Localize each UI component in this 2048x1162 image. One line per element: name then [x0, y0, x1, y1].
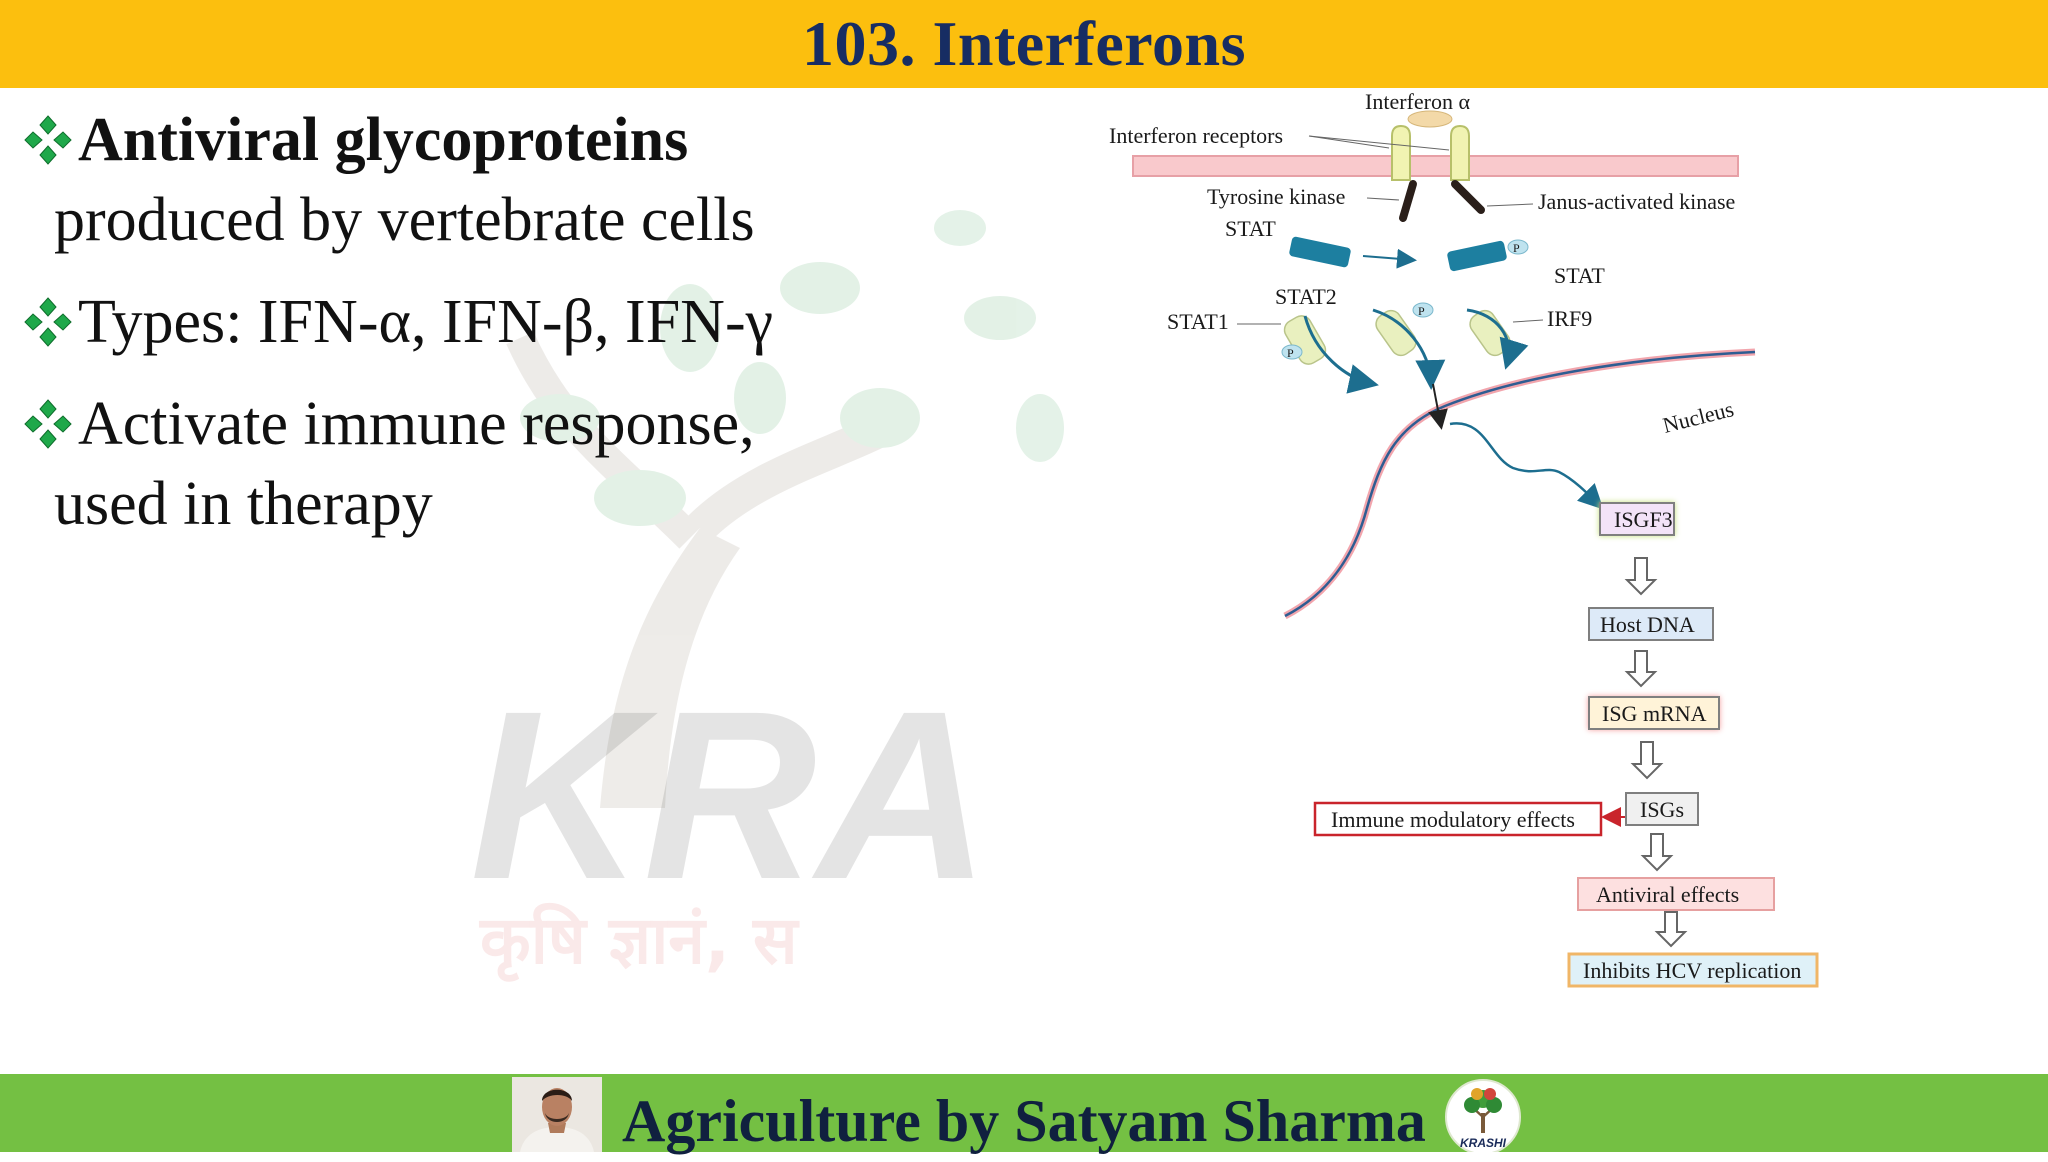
bullet-text: produced by vertebrate cells: [54, 186, 755, 254]
bullet-item: Antiviral glycoproteins produced by vert…: [20, 100, 1100, 260]
bullet-text: Types: IFN-α, IFN-β, IFN-γ: [78, 288, 773, 356]
label-interferon-alpha: Interferon α: [1365, 89, 1470, 114]
label-irf9: IRF9: [1547, 306, 1592, 331]
stat-protein: [1289, 236, 1351, 268]
krashi-tree-logo: KRASHI: [1445, 1079, 1521, 1155]
pointer-line: [1486, 203, 1534, 207]
stat-complex-subunits: [1283, 309, 1511, 365]
flow-box-host-dna: [1588, 607, 1714, 641]
nuclear-envelope: [1283, 348, 1756, 620]
krashi-logo: KRASHI: [1444, 1077, 1522, 1155]
phosphorylated-stat-protein: [1447, 240, 1507, 272]
watermark-tree-graphic: KRA कृषि ज्ञानं, स: [470, 210, 1064, 982]
label-stat-left: STAT: [1225, 216, 1276, 241]
flow-label-isg-mrna: ISG mRNA: [1602, 701, 1707, 726]
hollow-down-arrow: [1624, 557, 1658, 596]
label-stat1: STAT1: [1167, 309, 1229, 334]
hollow-down-arrow: [1654, 911, 1688, 948]
pointer-line: [1308, 135, 1450, 151]
bullet-text: used in therapy: [54, 470, 433, 538]
janus-kinase-shape: [1451, 180, 1485, 214]
presenter-avatar: [512, 1077, 602, 1152]
flow-box-isg-mrna: [1588, 696, 1720, 730]
bullet-item: Activate immune response, used in therap…: [20, 384, 1100, 544]
interferon-alpha-ligand: [1407, 110, 1453, 128]
phosphate-label: P: [1418, 304, 1425, 318]
cell-membrane: [1132, 155, 1739, 177]
flow-label-immune-modulatory: Immune modulatory effects: [1331, 807, 1575, 832]
hollow-down-arrow: [1630, 741, 1664, 780]
flow-box-antiviral-effects: [1577, 877, 1775, 911]
pointer-line: [1308, 135, 1390, 149]
flow-label-isgs: ISGs: [1640, 797, 1684, 822]
watermark-brand-text: KRA: [470, 661, 990, 929]
title-bar: 103. Interferons: [0, 0, 2048, 88]
tyrosine-kinase-shape: [1399, 180, 1417, 222]
nuclear-envelope-inner: [1284, 350, 1756, 618]
pointer-line: [1512, 319, 1544, 323]
interferon-receptor-pair: [1391, 124, 1470, 181]
flow-label-host-dna: Host DNA: [1600, 612, 1695, 637]
interferon-signaling-diagram: Interferon α Interferon receptors Tyrosi…: [1105, 88, 1865, 1016]
hollow-down-arrow: [1624, 650, 1658, 688]
flow-box-isgf3: [1599, 502, 1675, 536]
phosphate-marker: [1412, 302, 1434, 318]
label-tyrosine-kinase: Tyrosine kinase: [1207, 184, 1345, 209]
nuclear-import-arrow: [1428, 383, 1448, 430]
watermark-hindi-text: कृषि ज्ञानं, स: [478, 902, 800, 982]
bullet-list: Antiviral glycoproteins produced by vert…: [20, 100, 1100, 566]
pointer-line: [1366, 197, 1400, 201]
footer-channel-name: Agriculture by Satyam Sharma: [622, 1088, 1426, 1154]
phosphate-marker: [1281, 344, 1303, 360]
translocation-arrow: [1449, 422, 1604, 510]
label-janus-kinase: Janus-activated kinase: [1538, 189, 1735, 214]
bullet-heading-text: Antiviral glycoproteins: [78, 106, 689, 174]
four-diamond-bullet-icon: [24, 399, 72, 449]
bullet-text: Activate immune response,: [78, 390, 755, 458]
four-diamond-bullet-icon: [24, 297, 72, 347]
label-nucleus: Nucleus: [1660, 396, 1736, 438]
flow-box-immune-modulatory: [1313, 801, 1603, 837]
flow-label-antiviral-effects: Antiviral effects: [1596, 882, 1739, 907]
phosphate-marker: [1507, 239, 1529, 255]
flow-box-isgs: [1625, 792, 1699, 826]
diagram-canvas: Interferon α Interferon receptors Tyrosi…: [1109, 89, 1819, 988]
complex-arrow: [1372, 308, 1446, 390]
bullet-item: Types: IFN-α, IFN-β, IFN-γ: [20, 282, 1100, 362]
phosphate-label: P: [1513, 241, 1520, 255]
slide-title: 103. Interferons: [801, 8, 1247, 79]
label-stat2: STAT2: [1275, 284, 1337, 309]
complex-arrow: [1303, 315, 1379, 394]
label-interferon-receptors: Interferon receptors: [1109, 123, 1283, 148]
krashi-watermark: KRA कृषि ज्ञानं, स: [0, 88, 1110, 1073]
flow-label-inhibits-hcv: Inhibits HCV replication: [1583, 958, 1801, 983]
logo-text: KRASHI: [1460, 1136, 1507, 1150]
phosphate-label: P: [1287, 346, 1294, 360]
four-diamond-bullet-icon: [24, 115, 72, 165]
flow-box-inhibits-hcv: [1567, 952, 1819, 988]
presenter-photo: [512, 1077, 602, 1152]
complex-arrow: [1466, 308, 1529, 370]
label-stat-right: STAT: [1554, 263, 1605, 288]
flow-label-isgf3: ISGF3: [1614, 507, 1673, 532]
footer-bar: [0, 1074, 2048, 1152]
hollow-down-arrow: [1640, 833, 1674, 872]
activation-arrow: [1362, 248, 1417, 269]
